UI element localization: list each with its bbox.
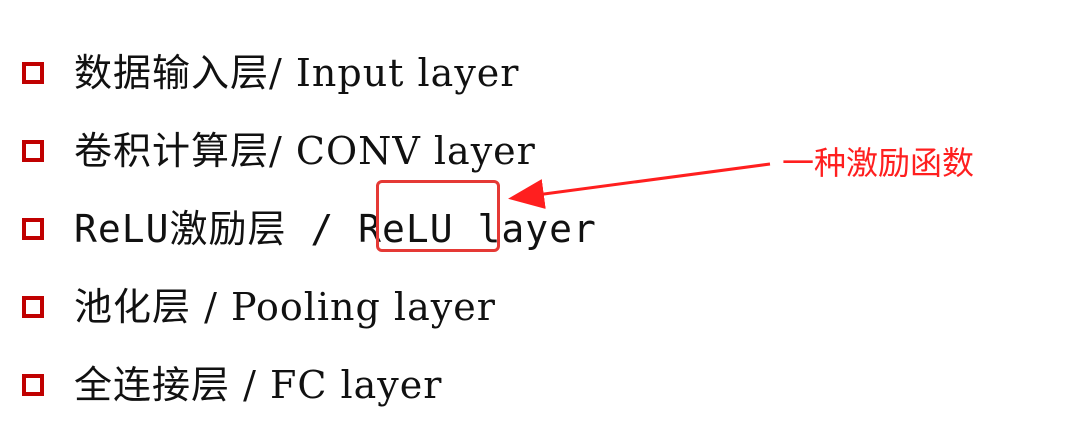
- annotation-label: 一种激励函数: [782, 144, 975, 182]
- list-item-pooling-layer: 池化层 / Pooling layer: [22, 268, 597, 346]
- list-item-label: 池化层 / Pooling layer: [74, 285, 496, 329]
- checkbox-icon: [22, 140, 44, 162]
- checkbox-icon: [22, 374, 44, 396]
- checkbox-icon: [22, 218, 44, 240]
- checkbox-icon: [22, 296, 44, 318]
- checkbox-icon: [22, 62, 44, 84]
- slide-content: 数据输入层/ Input layer 卷积计算层/ CONV layer ReL…: [22, 54, 975, 404]
- list-item-conv-layer: 卷积计算层/ CONV layer: [22, 112, 597, 190]
- relu-highlight-box: [376, 180, 500, 252]
- list-item-fc-layer: 全连接层 / FC layer: [22, 346, 597, 424]
- list-item-label: ReLU激励层 / ReLU layer: [74, 207, 597, 251]
- list-item-input-layer: 数据输入层/ Input layer: [22, 34, 597, 112]
- list-item-label: 卷积计算层/ CONV layer: [74, 129, 536, 173]
- layer-list: 数据输入层/ Input layer 卷积计算层/ CONV layer ReL…: [22, 34, 597, 424]
- list-item-label: 全连接层 / FC layer: [74, 363, 443, 407]
- list-item-relu-layer: ReLU激励层 / ReLU layer: [22, 190, 597, 268]
- list-item-label: 数据输入层/ Input layer: [74, 51, 520, 95]
